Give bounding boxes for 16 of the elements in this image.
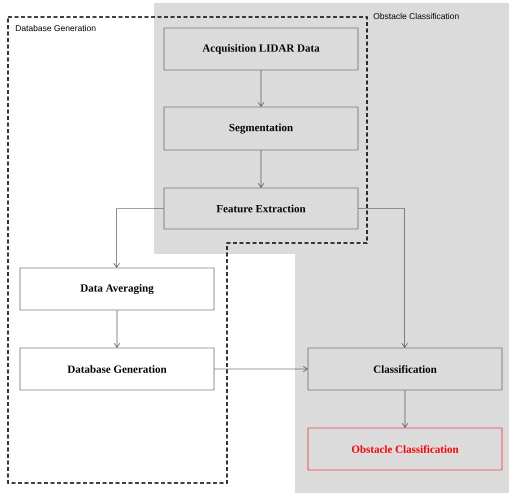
- arrow: [214, 366, 308, 372]
- arrow: [258, 150, 264, 188]
- process-box: Segmentation: [164, 106, 358, 150]
- arrow: [358, 208, 408, 348]
- arrow: [258, 70, 264, 107]
- arrow: [113, 208, 164, 268]
- process-box: Data Averaging: [20, 268, 214, 310]
- arrow: [402, 390, 408, 428]
- process-box: Feature Extraction: [164, 188, 358, 230]
- arrow: [114, 310, 120, 348]
- process-box: Database Generation: [20, 348, 214, 390]
- process-box: Classification: [308, 348, 502, 390]
- process-box: Acquisition LIDAR Data: [164, 28, 358, 70]
- group-label: Database Generation: [16, 24, 96, 32]
- process-box: Obstacle Classification: [308, 428, 502, 470]
- group-label: Obstacle Classification: [374, 12, 459, 20]
